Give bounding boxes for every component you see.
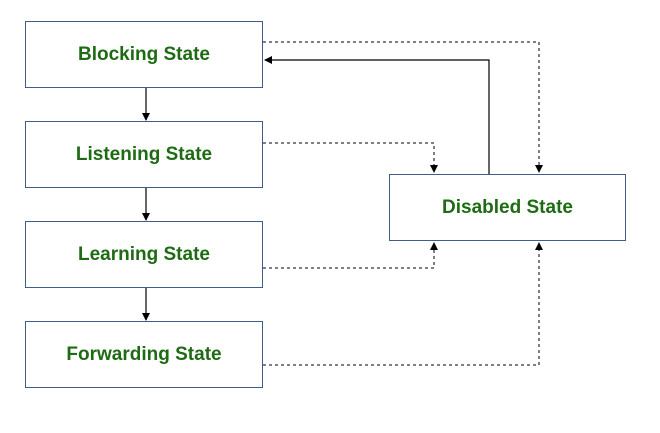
arrow-disabled-to-blocking	[264, 56, 490, 174]
forwarding-state-label: Forwarding State	[66, 343, 222, 365]
listening-state-box: Listening State	[25, 121, 263, 188]
dashed-arrow-forwarding-to-disabled	[263, 242, 543, 366]
blocking-state-label: Blocking State	[78, 43, 210, 65]
forwarding-state-box: Forwarding State	[25, 321, 263, 388]
learning-state-box: Learning State	[25, 221, 263, 288]
listening-state-label: Listening State	[75, 143, 213, 165]
dashed-arrow-blocking-to-disabled	[263, 41, 543, 173]
dashed-arrow-learning-to-disabled	[263, 242, 438, 269]
learning-state-label: Learning State	[78, 243, 210, 265]
dashed-arrow-listening-to-disabled	[263, 142, 438, 173]
disabled-state-box: Disabled State	[389, 174, 626, 241]
blocking-state-box: Blocking State	[25, 21, 263, 88]
disabled-state-label: Disabled State	[442, 196, 573, 218]
